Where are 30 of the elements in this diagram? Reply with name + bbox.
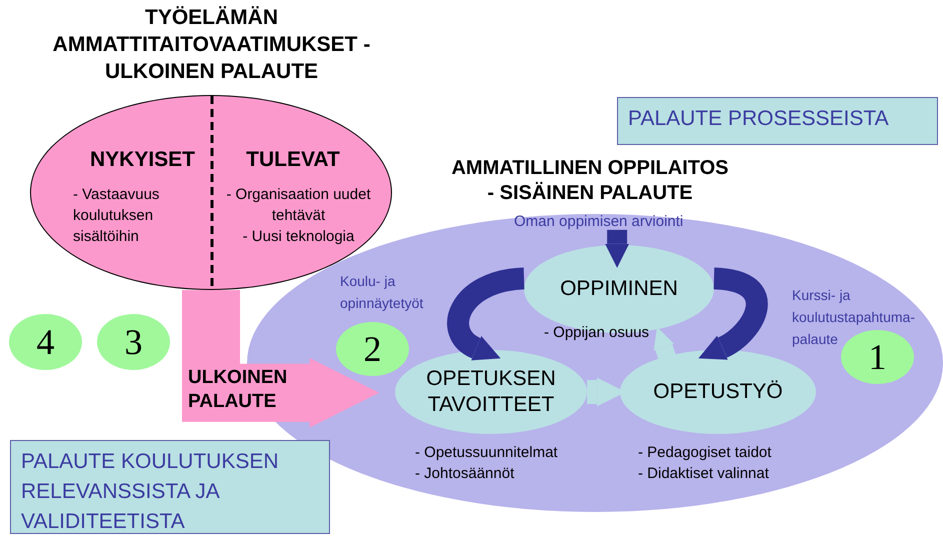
arrow: [447, 268, 526, 362]
node-label: PALAUTE PROSESSEISTA: [628, 106, 890, 132]
bullet-text: - Oppijan osuus: [544, 323, 650, 343]
number-label: 1: [868, 339, 886, 375]
bullet-text: - Organisaation uudet tehtävät: [225, 185, 372, 226]
edge-label: ULKOINEN PALAUTE: [188, 366, 288, 414]
edge-label: Oman oppimisen arviointi: [514, 212, 684, 232]
heading: TYÖELÄMÄN AMMATTITAITOVAATIMUKSET - ULKOINEN PALAUTE: [52, 5, 372, 85]
arrow: [699, 268, 768, 360]
heading: AMMATILLINEN OPPILAITOS - SISÄINEN PALAUTE: [450, 156, 730, 206]
node-label: PALAUTE KOULUTUKSEN RELEVANSSISTA JA VALIDITEETISTA: [21, 449, 280, 535]
column-heading: TULEVAT: [245, 147, 341, 173]
bullet-text: - Johtosäännöt: [415, 464, 514, 484]
number-label: 4: [36, 324, 54, 360]
node-label: OPETUKSEN TAVOITTEET: [425, 366, 557, 418]
text-box: [617, 97, 938, 145]
number-label: 2: [364, 331, 382, 367]
bullet-text: - Uusi teknologia: [242, 227, 356, 247]
edge-label: Koulu- ja opinnäytetyöt: [340, 272, 424, 313]
number-label: 3: [124, 324, 142, 360]
bullet-text: - Opetussuunnitelmat: [415, 443, 558, 463]
node-label: OPPIMINEN: [560, 276, 678, 302]
node-label: OPETUSTYÖ: [653, 379, 783, 405]
column-heading: NYKYISET: [88, 147, 196, 173]
text-box: [10, 440, 330, 534]
arrow: [182, 290, 380, 428]
bullet-text: - Didaktiset valinnat: [638, 464, 769, 484]
bullet-text: - Pedagogiset taidot: [638, 443, 772, 463]
arrow: [605, 230, 630, 268]
bullet-text: - Vastaavuus koulutuksen sisältöihin: [73, 185, 160, 247]
